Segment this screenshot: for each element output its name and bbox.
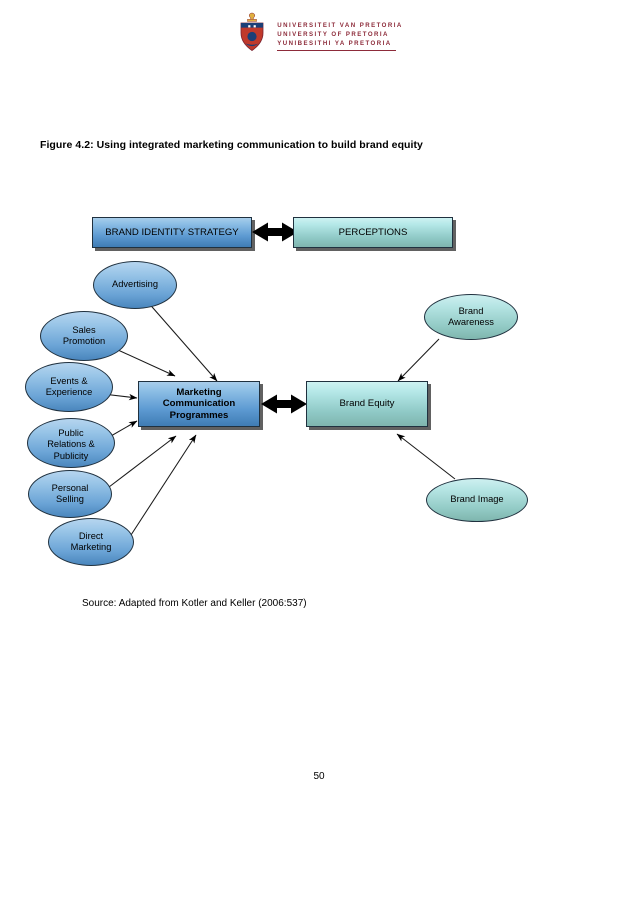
arrow-personal-selling-to-mcp <box>108 435 177 488</box>
arrow-sales-promotion-to-mcp <box>117 349 176 377</box>
arrow-brand-awareness-to-brand-equity <box>397 338 440 382</box>
arrow-brand-image-to-brand-equity <box>396 433 456 480</box>
ellipse-public-relations-publicity[interactable]: Public Relations & Publicity <box>27 418 115 468</box>
wordmark-underline <box>277 49 397 51</box>
double-arrow-mcp-brand-equity <box>261 394 307 414</box>
ellipse-direct-marketing[interactable]: Direct Marketing <box>48 518 134 566</box>
arrow-advertising-to-mcp <box>145 299 218 382</box>
ellipse-brand-awareness[interactable]: Brand Awareness <box>424 294 518 340</box>
box-brand-equity[interactable]: Brand Equity <box>306 381 428 427</box>
ellipse-public-relations-publicity-label: Public Relations & Publicity <box>47 427 95 461</box>
university-line-sepedi: YUNIBESITHI YA PRETORIA <box>277 39 392 47</box>
university-of-pretoria-crest-icon <box>235 12 269 54</box>
box-brand-identity-strategy[interactable]: BRAND IDENTITY STRATEGY <box>92 217 252 248</box>
university-line-english: UNIVERSITY OF PRETORIA <box>277 30 389 38</box>
arrow-direct-marketing-to-mcp <box>130 434 197 536</box>
box-marketing-communication-programmes[interactable]: Marketing Communication Programmes <box>138 381 260 427</box>
ellipse-events-experience[interactable]: Events & Experience <box>25 362 113 412</box>
source-note: Source: Adapted from Kotler and Keller (… <box>82 598 307 609</box>
box-brand-identity-strategy-label: BRAND IDENTITY STRATEGY <box>105 226 239 238</box>
box-perceptions[interactable]: PERCEPTIONS <box>293 217 453 248</box>
ellipse-events-experience-label: Events & Experience <box>45 375 93 398</box>
ellipse-sales-promotion[interactable]: Sales Promotion <box>40 311 128 361</box>
ellipse-sales-promotion-label: Sales Promotion <box>62 324 106 347</box>
ellipse-brand-awareness-label: Brand Awareness <box>448 305 494 328</box>
ellipse-personal-selling-label: Personal Selling <box>51 482 89 505</box>
ellipse-direct-marketing-label: Direct Marketing <box>70 530 112 553</box>
figure-caption: Figure 4.2: Using integrated marketing c… <box>40 139 423 151</box>
box-marketing-communication-programmes-label: Marketing Communication Programmes <box>162 386 236 421</box>
ellipse-advertising[interactable]: Advertising <box>93 261 177 309</box>
university-wordmark: UNIVERSITEIT VAN PRETORIA UNIVERSITY OF … <box>277 16 402 51</box>
double-arrow-identity-perceptions <box>252 222 298 242</box>
university-header: UNIVERSITEIT VAN PRETORIA UNIVERSITY OF … <box>0 12 638 54</box>
page-number: 50 <box>313 771 325 782</box>
university-line-afrikaans: UNIVERSITEIT VAN PRETORIA <box>277 21 403 29</box>
ellipse-personal-selling[interactable]: Personal Selling <box>28 470 112 518</box>
box-brand-equity-label: Brand Equity <box>339 398 395 410</box>
ellipse-advertising-label: Advertising <box>112 279 158 290</box>
ellipse-brand-image[interactable]: Brand Image <box>426 478 528 522</box>
ellipse-brand-image-label: Brand Image <box>450 494 504 505</box>
box-perceptions-label: PERCEPTIONS <box>338 226 408 238</box>
